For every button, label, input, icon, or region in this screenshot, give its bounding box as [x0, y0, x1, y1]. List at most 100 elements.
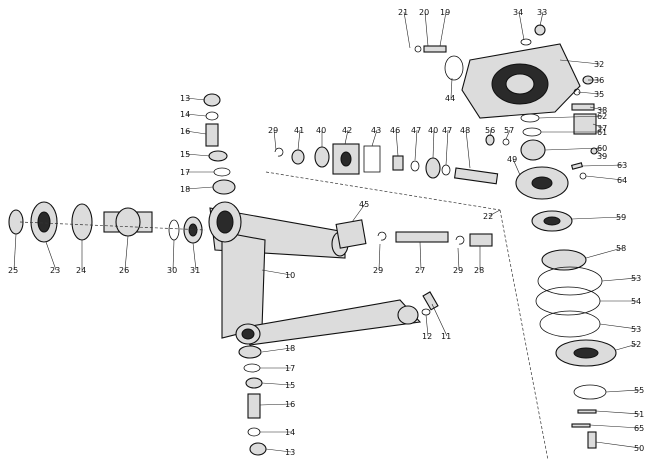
callout-40: 40: [316, 126, 326, 135]
leader-line: [589, 106, 604, 111]
leader-line: [599, 323, 638, 330]
callout-59: 59: [616, 213, 626, 222]
callout-48: 48: [460, 126, 470, 135]
leader-line: [185, 97, 206, 101]
leader-line: [124, 235, 129, 271]
callout-34: 34: [513, 8, 523, 17]
callout-19: 19: [440, 8, 450, 17]
callout-18: 18: [180, 185, 190, 194]
callout-65: 65: [634, 424, 644, 433]
shaft-assembly-row: [274, 143, 499, 185]
leader-line: [13, 233, 17, 271]
callout-61: 61: [597, 128, 607, 137]
leader-line: [595, 410, 641, 415]
leader-line: [539, 11, 544, 27]
leader-line: [589, 424, 641, 429]
leader-line: [488, 209, 501, 217]
callout-60: 60: [597, 144, 607, 153]
leader-line: [185, 113, 207, 117]
callout-58: 58: [616, 244, 626, 253]
callout-43: 43: [371, 126, 381, 135]
leader-line: [261, 347, 292, 353]
callout-14: 14: [180, 110, 190, 119]
callout-17: 17: [180, 168, 190, 177]
callout-29: 29: [453, 266, 463, 275]
callout-16: 16: [180, 127, 190, 136]
leader-line: [445, 129, 449, 166]
callout-39: 39: [597, 152, 607, 161]
leader-line: [512, 158, 521, 176]
leader-line: [351, 203, 366, 223]
callout-15: 15: [285, 381, 295, 390]
callout-54: 54: [631, 297, 641, 306]
callout-28: 28: [474, 266, 484, 275]
lower-bearing-stack: [238, 345, 267, 456]
callout-55: 55: [634, 386, 644, 395]
callout-31: 31: [190, 266, 200, 275]
callout-22: 22: [483, 212, 493, 221]
callout-49: 49: [507, 155, 517, 164]
callout-17: 17: [285, 364, 295, 373]
callout-13: 13: [180, 94, 190, 103]
leader-line: [538, 115, 604, 119]
leader-line: [261, 382, 292, 386]
callout-40: 40: [428, 126, 438, 135]
leader-line: [465, 129, 471, 169]
leader-line: [489, 129, 492, 137]
callout-12: 12: [422, 332, 432, 341]
leader-line: [403, 11, 411, 49]
swing-arm-frame: [208, 201, 422, 346]
leader-line: [615, 343, 638, 351]
leader-line: [605, 389, 641, 393]
callout-24: 24: [76, 266, 86, 275]
callout-64: 64: [617, 176, 627, 185]
leader-line: [419, 241, 422, 271]
callout-52: 52: [631, 340, 641, 349]
callout-42: 42: [342, 126, 352, 135]
callout-30: 30: [167, 266, 177, 275]
leader-line: [378, 243, 381, 271]
leader-line: [424, 11, 429, 47]
callout-63: 63: [617, 161, 627, 170]
callout-32: 32: [594, 60, 604, 69]
leader-line: [595, 441, 641, 449]
callout-25: 25: [8, 266, 18, 275]
leader-line: [172, 239, 175, 271]
callout-37: 37: [597, 124, 607, 133]
callout-45: 45: [359, 200, 369, 209]
callout-51: 51: [634, 410, 644, 419]
callout-23: 23: [50, 266, 60, 275]
leader-line: [518, 11, 525, 41]
leader-line: [192, 242, 197, 271]
leader-line: [559, 59, 601, 65]
leader-line: [45, 241, 57, 271]
leader-line: [273, 129, 277, 151]
upper-bearing-stack: [203, 93, 236, 195]
leader-line: [601, 277, 638, 282]
callout-50: 50: [634, 444, 644, 453]
callout-29: 29: [373, 266, 383, 275]
callout-14: 14: [285, 428, 295, 437]
leader-line: [432, 129, 435, 159]
leader-line: [439, 11, 447, 47]
callout-18: 18: [285, 344, 295, 353]
leader-line: [425, 314, 429, 337]
callout-38: 38: [597, 106, 607, 115]
callout-27: 27: [415, 266, 425, 275]
gear-items-group: [485, 113, 598, 200]
callout-11: 11: [441, 332, 451, 341]
callout-46: 46: [390, 126, 400, 135]
callout-16: 16: [285, 400, 295, 409]
callout-15: 15: [180, 150, 190, 159]
callout-35: 35: [594, 90, 604, 99]
callout-53: 53: [631, 325, 641, 334]
callout-20: 20: [419, 8, 429, 17]
leader-line: [259, 403, 292, 406]
callout-44: 44: [445, 94, 455, 103]
leader-line: [544, 147, 604, 151]
callout-47: 47: [411, 126, 421, 135]
leader-line: [577, 91, 601, 95]
leader-line: [261, 269, 292, 276]
leader-line: [414, 129, 418, 161]
